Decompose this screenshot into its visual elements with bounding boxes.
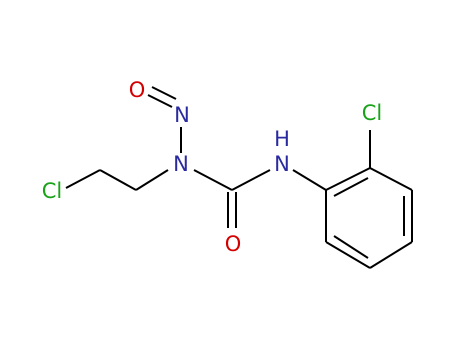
- bond-ch2-cl: [65, 169, 101, 189]
- bond-c-nh: [231, 169, 271, 191]
- bond-nh-ring: [292, 169, 327, 191]
- atom-cl-ethyl: Cl: [42, 179, 63, 203]
- ring-bond-c2-c3: [369, 167, 413, 191]
- ring-bond-c4-c5: [369, 241, 413, 269]
- atom-n-nitroso: N: [174, 103, 190, 127]
- atom-nh-nitrogen: N: [274, 152, 290, 176]
- ring-inner-bond-c5-c6: [333, 235, 369, 259]
- ring-inner-bond-c1-c2: [333, 177, 369, 197]
- bond-o-n-nitroso-2: [151, 86, 177, 100]
- atom-o-carbonyl: O: [225, 232, 242, 256]
- bond-n-ch2: [135, 169, 169, 191]
- ring-bond-c5-c6: [325, 241, 371, 269]
- ring-bond-c1-c2: [325, 167, 371, 191]
- bond-n-c-carbonyl: [193, 169, 233, 191]
- atom-nh-hydrogen: H: [274, 127, 290, 151]
- atom-o-nitroso: O: [129, 78, 146, 102]
- bond-layer: [65, 86, 413, 269]
- atom-n-urea: N: [173, 152, 189, 176]
- bond-ch2-ch2: [99, 169, 137, 191]
- atom-cl-aryl: Cl: [362, 101, 383, 125]
- atom-label-layer: O N N N H O Cl Cl: [42, 78, 383, 256]
- bond-o-n-nitroso-1: [147, 94, 173, 108]
